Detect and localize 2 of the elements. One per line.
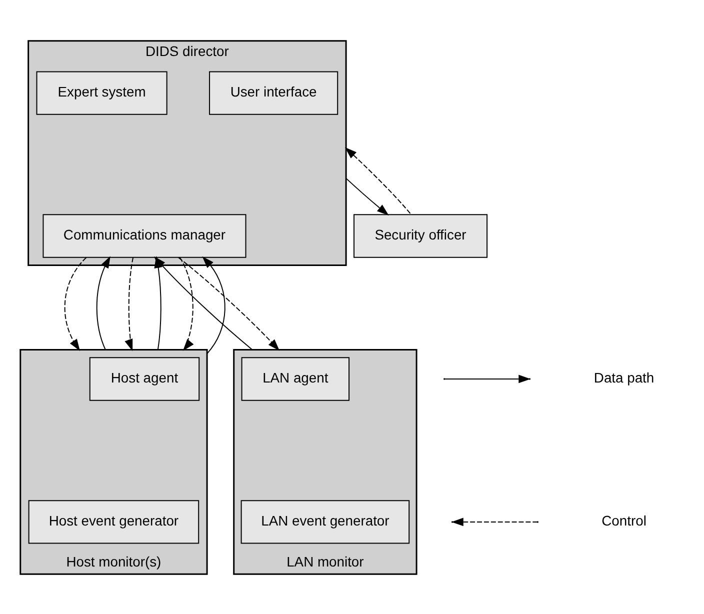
legend-label: Data path [594,369,654,386]
legend-label: Control [602,512,646,528]
